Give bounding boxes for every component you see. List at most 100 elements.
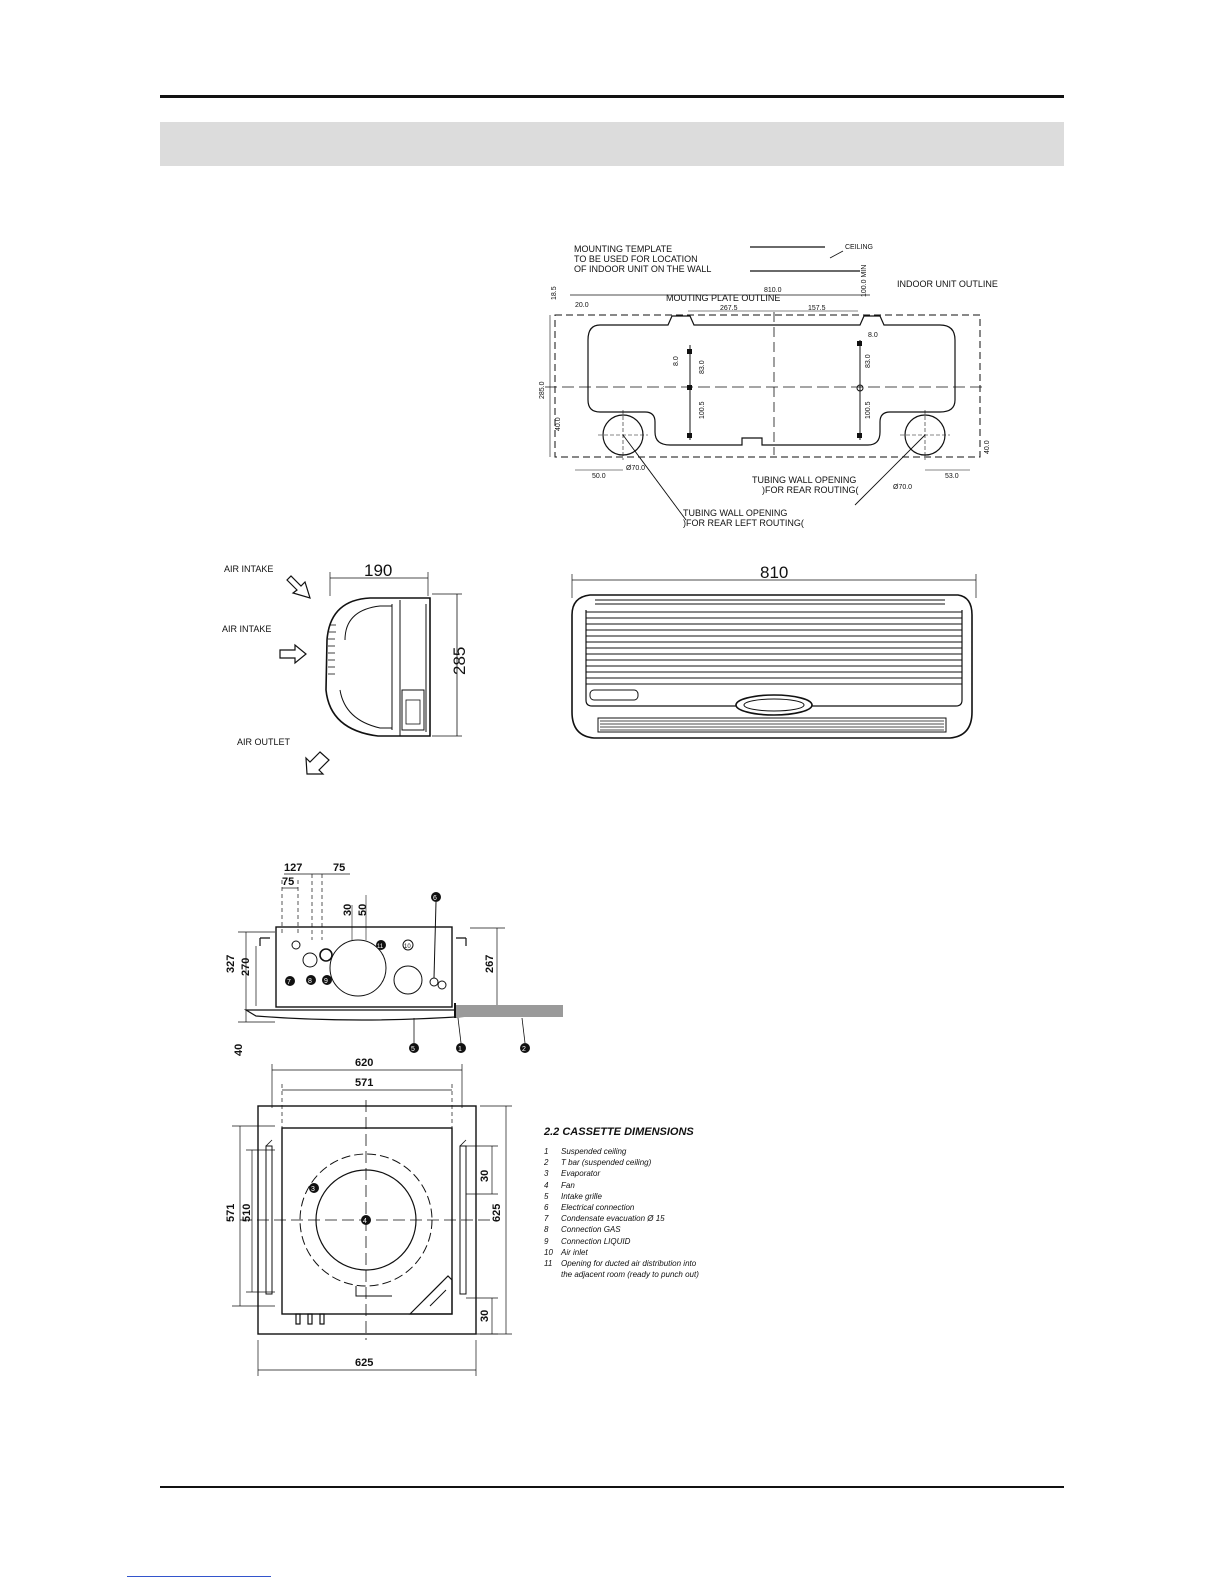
air-intake-mid-label: AIR INTAKE	[222, 624, 271, 634]
legend-item-number: 10	[544, 1247, 553, 1257]
dim-620: 620	[355, 1057, 373, 1069]
callout-9: 9	[324, 978, 328, 985]
legend-item-text: Condensate evacuation Ø 15	[561, 1214, 665, 1224]
callout-2: 2	[522, 1046, 526, 1053]
legend-item-text: the adjacent room (ready to punch out)	[561, 1270, 699, 1280]
indoor-unit-side-view: AIR INTAKE AIR INTAKE AIR OUTLET 190 285	[222, 561, 469, 775]
legend-item-number: 7	[544, 1214, 549, 1224]
dim-30-upper: 30	[479, 1170, 491, 1182]
dim-20: 20.0	[575, 302, 589, 309]
ceiling-label: CEILING	[845, 244, 873, 251]
indoor-unit-front-view: 810	[571, 563, 977, 739]
legend-list: 1 Suspended ceiling 2 T bar (suspended ceil…	[544, 1146, 844, 1280]
legend-item-text: Connection GAS	[561, 1225, 621, 1235]
dia-70-left: Ø70.0	[626, 465, 645, 472]
dim-510: 510	[241, 1204, 253, 1222]
dim-100-5-right: 100.5	[865, 401, 872, 419]
dim-50: 50	[357, 904, 369, 916]
dim-8-right: 8.0	[868, 332, 878, 339]
air-intake-arrow-right	[279, 643, 307, 665]
air-outlet-arrow	[305, 751, 330, 775]
cassette-legend: 2.2 CASSETTE DIMENSIONS 1 Suspended ceili…	[544, 1126, 844, 1280]
cassette-plan-view: 620 571 571 510 625 30 30	[225, 1057, 512, 1376]
legend-item: 7 Condensate evacuation Ø 15	[544, 1213, 844, 1224]
footer-link-underline	[127, 1576, 271, 1577]
dim-190: 190	[364, 561, 392, 580]
legend-item-number: 6	[544, 1203, 549, 1213]
dim-270: 270	[240, 958, 252, 976]
legend-item: 3 Evaporator	[544, 1168, 844, 1179]
callout-10: 10	[404, 944, 411, 950]
legend-item: 2 T bar (suspended ceiling)	[544, 1157, 844, 1168]
callout-4: 4	[363, 1218, 367, 1225]
legend-item-number: 9	[544, 1236, 549, 1246]
callout-8: 8	[308, 978, 312, 985]
legend-item: 10 Air inlet	[544, 1247, 844, 1258]
rear-opening-line-1: TUBING WALL OPENING	[752, 475, 856, 485]
legend-item-text: Electrical connection	[561, 1203, 635, 1213]
legend-item: 1 Suspended ceiling	[544, 1146, 844, 1157]
legend-item: 6 Electrical connection	[544, 1202, 844, 1213]
rear-opening-line-2: )FOR REAR ROUTING(	[762, 485, 859, 495]
template-title-line-1: MOUNTING TEMPLATE	[574, 244, 672, 254]
dim-285-side: 285	[450, 647, 469, 675]
legend-item-text: Air inlet	[561, 1247, 588, 1257]
dim-571-left: 571	[225, 1204, 237, 1222]
dim-810: 810	[760, 563, 788, 582]
dim-285-template: 285.0	[539, 381, 546, 399]
air-intake-arrow-diag	[286, 575, 311, 599]
cassette-callouts: 7 8 9 11 10 6 5 1 2	[285, 892, 530, 1053]
template-title-line-3: OF INDOOR UNIT ON THE WALL	[574, 264, 711, 274]
legend-item-text: T bar (suspended ceiling)	[561, 1158, 652, 1168]
dim-50: 50.0	[592, 473, 606, 480]
rear-left-opening-line-2: )FOR REAR LEFT ROUTING(	[683, 518, 804, 528]
legend-item: 8 Connection GAS	[544, 1224, 844, 1235]
legend-item-number: 2	[544, 1158, 549, 1168]
dim-327: 327	[225, 955, 237, 973]
air-outlet-label: AIR OUTLET	[237, 737, 291, 747]
dim-625-bottom: 625	[355, 1357, 373, 1369]
dim-53: 53.0	[945, 473, 959, 480]
legend-item: 9 Connection LIQUID	[544, 1236, 844, 1247]
dim-100-5-left: 100.5	[699, 401, 706, 419]
legend-item-number: 1	[544, 1147, 549, 1156]
dim-571-top: 571	[355, 1077, 373, 1089]
legend-item-number: 5	[544, 1191, 549, 1201]
legend-item-text: Fan	[561, 1180, 575, 1190]
dim-267-5: 267.5	[720, 305, 738, 312]
indoor-outline-label: INDOOR UNIT OUTLINE	[897, 279, 998, 289]
dim-127: 127	[284, 862, 302, 874]
legend-item-text: Connection LIQUID	[561, 1236, 631, 1246]
dim-267: 267	[484, 955, 496, 973]
legend-item-number: 8	[544, 1225, 549, 1235]
legend-item-number: 3	[544, 1169, 549, 1179]
legend-title: 2.2 CASSETTE DIMENSIONS	[544, 1126, 694, 1138]
callout-6: 6	[433, 895, 437, 902]
dim-625-right: 625	[491, 1204, 503, 1222]
legend-item: the adjacent room (ready to punch out)	[544, 1269, 844, 1280]
legend-item-text: Suspended ceiling	[561, 1147, 627, 1156]
air-intake-top-label: AIR INTAKE	[224, 564, 273, 574]
callout-1: 1	[458, 1046, 462, 1053]
template-title-line-2: TO BE USED FOR LOCATION	[574, 254, 698, 264]
plate-outline-label: MOUTING PLATE OUTLINE	[666, 293, 780, 303]
dim-8-left: 8.0	[673, 356, 680, 366]
legend-item-text: Evaporator	[561, 1169, 601, 1179]
rear-left-opening-line-1: TUBING WALL OPENING	[683, 508, 787, 518]
dim-18-5: 18.5	[551, 286, 558, 300]
section-header-band	[160, 122, 1064, 166]
legend-item-number	[544, 1269, 561, 1280]
callout-3: 3	[311, 1186, 315, 1193]
header-rule	[160, 95, 1064, 98]
dim-40-right: 40.0	[984, 440, 991, 454]
dim-100-min: 100.0 MIN	[861, 265, 868, 297]
callout-11: 11	[377, 944, 384, 950]
dim-30-lower: 30	[479, 1310, 491, 1322]
dia-70-right: Ø70.0	[893, 484, 912, 491]
mounting-template-diagram: MOUNTING TEMPLATE TO BE USED FOR LOCATIO…	[539, 244, 998, 528]
callout-5: 5	[411, 1046, 415, 1053]
